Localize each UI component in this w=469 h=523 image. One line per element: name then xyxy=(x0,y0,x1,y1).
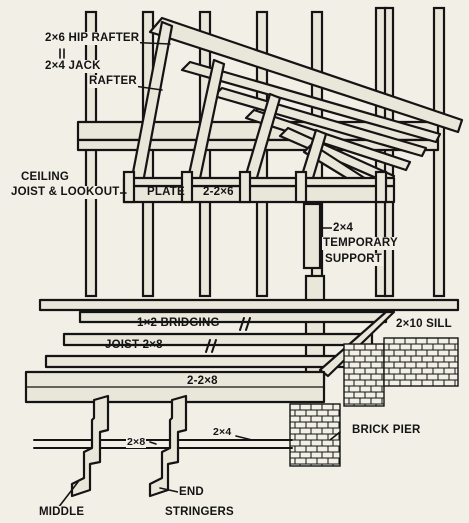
plate-size-label: 2-2×6 xyxy=(203,186,234,198)
bridging-label: 1×2 BRIDGING xyxy=(137,317,220,329)
middle-stringer xyxy=(70,394,110,498)
brick-pier-label: BRICK PIER xyxy=(351,424,422,438)
ceiling-joist-end xyxy=(238,170,252,204)
joist-label: JOIST 2×8 xyxy=(105,339,163,351)
brick-pier-side xyxy=(343,343,385,407)
plate-top xyxy=(122,176,396,188)
stringers-label: STRINGERS xyxy=(164,506,235,520)
hip-rafter xyxy=(148,16,464,134)
end-leader xyxy=(159,487,179,493)
jack-rafter-label-line1: 2×4 JACK xyxy=(44,60,102,74)
floor-joist xyxy=(44,354,358,369)
stringer-size-label: 2×8 xyxy=(126,436,147,449)
brick-piers xyxy=(289,337,459,467)
ceiling-joist-end xyxy=(180,170,194,204)
roof-framing xyxy=(122,16,464,204)
ceiling-joist-end xyxy=(294,170,308,204)
wall-stud xyxy=(383,6,395,298)
bridging-tick xyxy=(211,339,217,353)
stringer-size-leader xyxy=(149,441,157,445)
end-label: END xyxy=(178,486,205,500)
back-sill xyxy=(38,298,460,312)
ceiling-joist-label-line2: JOIST & LOOKOUT xyxy=(10,186,121,200)
jack-rafter xyxy=(244,108,412,172)
ceiling-joist-end xyxy=(374,170,388,204)
stair-stringers xyxy=(33,394,293,498)
brick-pier xyxy=(289,403,341,467)
bridging-tick xyxy=(239,317,245,331)
middle-leader xyxy=(57,481,79,509)
beam-label: 2-2×8 xyxy=(187,375,218,387)
jack-rafter-label-line2: RAFTER xyxy=(88,75,138,89)
temporary-support-2x4 xyxy=(302,202,322,270)
temporary-support-label-line2: SUPPORT xyxy=(324,253,383,267)
middle-label: MIDDLE xyxy=(38,506,86,520)
wall-stud xyxy=(432,6,446,298)
plate-label: PLATE xyxy=(147,186,185,198)
sill-label: 2×10 SILL xyxy=(395,318,453,332)
stringer-board-label: 2×4 xyxy=(212,426,233,439)
brick-pier-leader xyxy=(329,431,341,441)
hip-rafter-label: 2×6 HIP RAFTER xyxy=(44,32,141,46)
temporary-support-label-line1: TEMPORARY xyxy=(322,237,399,251)
wall-stud xyxy=(84,10,98,298)
ceiling-joist-label-line1: CEILING xyxy=(20,171,71,185)
bridging-tick xyxy=(245,317,251,331)
jack-rafter xyxy=(180,60,442,144)
jack-rafter xyxy=(278,126,396,186)
ceiling-joist-end xyxy=(122,170,136,204)
floor-joist xyxy=(78,310,388,324)
end-stringer xyxy=(148,394,188,498)
bridging-tick xyxy=(205,339,211,353)
temporary-support-size-label: 2×4 xyxy=(332,222,355,236)
stringer-board-leader xyxy=(235,435,253,441)
